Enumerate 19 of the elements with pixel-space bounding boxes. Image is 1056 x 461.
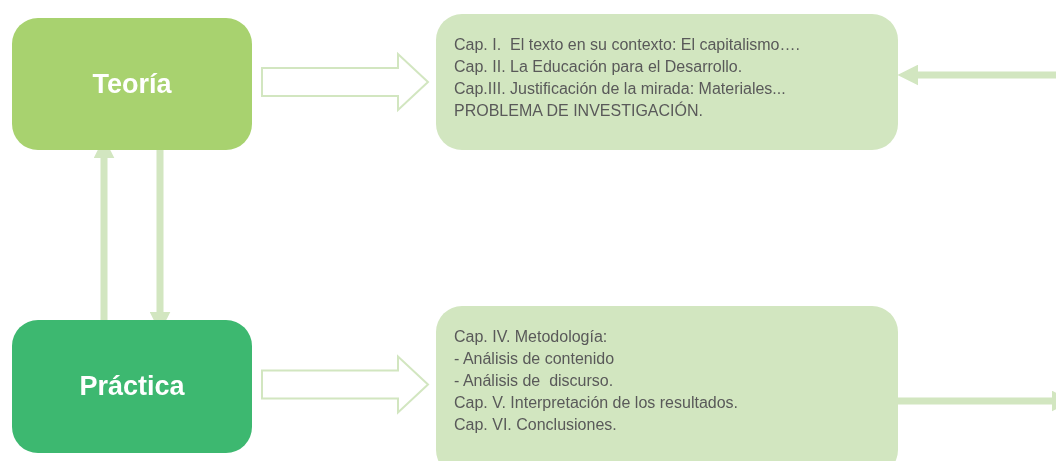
- block-arrow: [261, 354, 430, 415]
- list-line: Cap.III. Justificación de la mirada: Materiales...: [454, 79, 787, 99]
- arrow: [898, 390, 1056, 412]
- text-panel: [436, 306, 898, 461]
- list-line: Cap. II. La Educación para el Desarrollo.: [454, 57, 744, 77]
- arrow: [897, 64, 1056, 86]
- box-title: Práctica: [79, 370, 185, 404]
- list-line: Cap. VI. Conclusiones.: [454, 415, 618, 435]
- list-line: - Análisis de discurso.: [454, 371, 615, 391]
- rounded-box: [12, 18, 252, 150]
- list-line: Cap. I. El texto en su contexto: El capitalismo….: [454, 35, 801, 55]
- list-line: PROBLEMA DE INVESTIGACIÓN.: [454, 100, 704, 121]
- block-arrow: [261, 51, 430, 113]
- box-title: Teoría: [92, 67, 172, 101]
- list-line: Cap. V. Interpretación de los resultados.: [454, 393, 740, 413]
- list-line: Cap. IV. Metodología:: [454, 327, 609, 347]
- list-line: - Análisis de contenido: [454, 349, 616, 369]
- text-panel: [436, 14, 898, 150]
- rounded-box: [12, 320, 252, 453]
